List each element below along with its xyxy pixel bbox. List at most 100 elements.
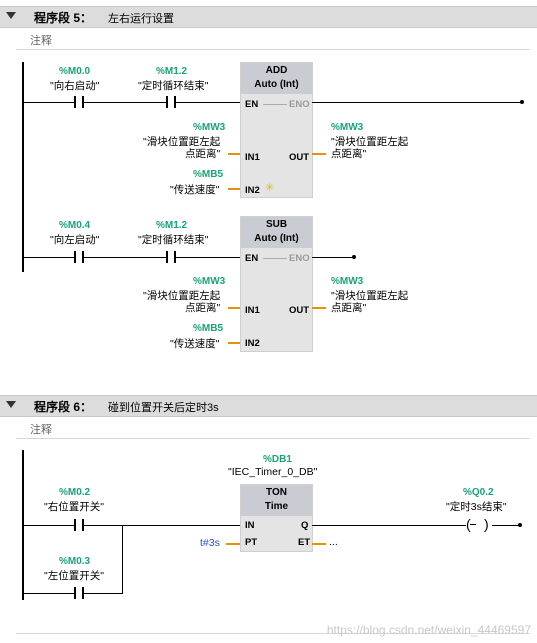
contact-m1-2[interactable]	[158, 96, 184, 108]
output-coil[interactable]: ( )	[466, 516, 489, 532]
operand-symbol[interactable]: 点距离"	[331, 302, 367, 314]
box-header: TON Time	[241, 485, 312, 516]
box-name: ADD	[265, 65, 288, 76]
pin-out: OUT	[289, 152, 310, 163]
param-wire	[226, 543, 240, 545]
contact-symbol[interactable]: "左位置开关"	[44, 570, 104, 582]
network-6-header[interactable]: 程序段 6： 碰到位置开关后定时3s	[0, 395, 537, 417]
wire	[24, 257, 66, 258]
instance-db-address[interactable]: %DB1	[263, 454, 292, 465]
param-wire	[312, 307, 326, 309]
contact-symbol[interactable]: "右位置开关"	[44, 501, 104, 513]
divider	[16, 633, 530, 634]
operand-address[interactable]: %MW3	[193, 276, 226, 287]
wire	[92, 525, 240, 526]
box-header: SUB Auto (Int)	[241, 217, 312, 248]
network-6-title[interactable]: 碰到位置开关后定时3s	[108, 402, 219, 414]
wire	[184, 257, 240, 258]
pin-q: Q	[301, 520, 309, 531]
rung-end-icon	[352, 255, 356, 259]
branch-wire	[122, 525, 123, 594]
contact-m0-0[interactable]	[66, 96, 92, 108]
coil-symbol[interactable]: "定时3s结束"	[446, 501, 507, 513]
pin-in2: IN2	[245, 185, 260, 196]
contact-address[interactable]: %M0.0	[59, 66, 91, 77]
network-5-title[interactable]: 左右运行设置	[108, 13, 174, 25]
operand-address[interactable]: %MW3	[331, 122, 364, 133]
param-wire	[312, 153, 326, 155]
operand-symbol[interactable]: "传送速度"	[170, 184, 220, 196]
watermark: https://blog.csdn.net/weixin_44469597	[326, 623, 531, 637]
contact-address[interactable]: %M0.4	[59, 220, 91, 231]
wire	[92, 257, 158, 258]
pin-eno: ENO	[289, 99, 310, 110]
contact-address[interactable]: %M1.2	[156, 66, 188, 77]
operand-symbol[interactable]: "滑块位置距左起	[331, 290, 409, 302]
collapse-triangle-icon[interactable]	[6, 401, 16, 408]
comment-text: 注释	[30, 35, 52, 47]
box-type-dropdown[interactable]: Auto (Int)	[254, 233, 299, 244]
operand-address[interactable]: %MB5	[193, 323, 224, 334]
comment-text: 注释	[30, 424, 52, 436]
ton-timer-box[interactable]: TON Time IN Q PT ET	[240, 484, 313, 552]
contact-symbol[interactable]: "定时循环结束"	[138, 80, 209, 92]
pin-in: IN	[245, 520, 255, 531]
param-wire	[228, 153, 240, 155]
contact-symbol[interactable]: "向左启动"	[50, 234, 100, 246]
network-6-comment[interactable]: 注释	[16, 418, 530, 439]
param-wire	[228, 342, 240, 344]
operand-address[interactable]: %MW3	[193, 122, 226, 133]
wire	[312, 257, 354, 258]
contact-m0-2[interactable]	[66, 519, 92, 531]
pin-et: ET	[298, 537, 311, 548]
pt-value[interactable]: t#3s	[200, 537, 220, 549]
contact-m0-3[interactable]	[66, 587, 92, 599]
coil-address[interactable]: %Q0.2	[463, 487, 494, 498]
pin-out: OUT	[289, 305, 310, 316]
box-name: TON	[266, 487, 287, 498]
contact-address[interactable]: %M0.2	[59, 487, 91, 498]
contact-m1-2[interactable]	[158, 251, 184, 263]
operand-symbol[interactable]: 点距离"	[331, 148, 367, 160]
box-type-dropdown[interactable]: Time	[264, 501, 289, 512]
contact-m0-4[interactable]	[66, 251, 92, 263]
sub-instruction-box[interactable]: SUB Auto (Int) EN ENO IN1 OUT IN2	[240, 216, 313, 352]
box-type-dropdown[interactable]: Auto (Int)	[254, 79, 299, 90]
box-name: SUB	[265, 219, 288, 230]
contact-address[interactable]: %M1.2	[156, 220, 188, 231]
rung-end-icon	[518, 523, 522, 527]
et-value[interactable]: ...	[329, 536, 338, 548]
contact-symbol[interactable]: "定时循环结束"	[138, 234, 209, 246]
wire	[184, 102, 240, 103]
network-5-header[interactable]: 程序段 5： 左右运行设置	[0, 6, 537, 28]
add-instruction-box[interactable]: ADD Auto (Int) EN ENO IN1 OUT IN2 ✳	[240, 62, 313, 198]
network-5-comment[interactable]: 注释	[16, 29, 530, 50]
contact-symbol[interactable]: "向右启动"	[50, 80, 100, 92]
instance-db-name[interactable]: "IEC_Timer_0_DB"	[228, 466, 318, 478]
operand-symbol[interactable]: "传送速度"	[170, 338, 220, 350]
pin-pt: PT	[245, 537, 258, 548]
wire	[24, 102, 66, 103]
wire	[312, 525, 466, 526]
operand-symbol[interactable]: 点距离"	[185, 148, 221, 160]
contact-address[interactable]: %M0.3	[59, 556, 91, 567]
box-header: ADD Auto (Int)	[241, 63, 312, 94]
operand-symbol[interactable]: "滑块位置距左起	[143, 290, 221, 302]
wire	[24, 593, 66, 594]
collapse-triangle-icon[interactable]	[6, 12, 16, 19]
sparkle-icon: ✳	[265, 182, 275, 194]
pin-eno: ENO	[289, 253, 310, 264]
wire	[24, 525, 66, 526]
operand-symbol[interactable]: "滑块位置距左起	[331, 136, 409, 148]
pin-in1: IN1	[245, 152, 260, 163]
operand-address[interactable]: %MW3	[331, 276, 364, 287]
param-wire	[312, 543, 326, 545]
operand-symbol[interactable]: "滑块位置距左起	[143, 136, 221, 148]
wire	[92, 593, 122, 594]
network-6-label: 程序段 6：	[34, 400, 93, 414]
wire	[492, 525, 520, 526]
rung-end-icon	[520, 100, 524, 104]
wire	[92, 102, 158, 103]
operand-address[interactable]: %MB5	[193, 169, 224, 180]
operand-symbol[interactable]: 点距离"	[185, 302, 221, 314]
